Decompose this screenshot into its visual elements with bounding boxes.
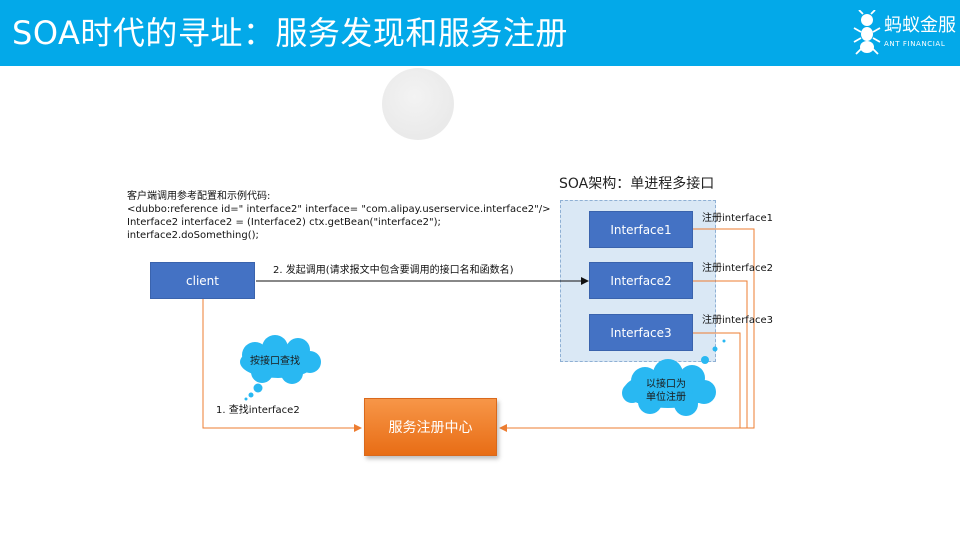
- code-line: 客户端调用参考配置和示例代码:: [127, 191, 271, 202]
- register-label-3: 注册interface3: [702, 315, 773, 326]
- cloud-register-text-2: 单位注册: [646, 392, 686, 403]
- ant-financial-logo: 蚂蚁金服 ANT FINANCIAL: [852, 10, 956, 56]
- code-line: Interface2 interface2 = (Interface2) ctx…: [127, 217, 441, 228]
- soa-title: SOA架构：单进程多接口: [559, 176, 715, 192]
- logo-text-cn: 蚂蚁金服: [884, 15, 956, 36]
- cloud-register-shape: [622, 339, 726, 416]
- ant-icon: [853, 10, 881, 55]
- client-box: client: [150, 262, 255, 299]
- service-registry-box: 服务注册中心: [364, 398, 497, 456]
- code-line: interface2.doSomething();: [127, 230, 259, 241]
- code-line: <dubbo:reference id=" interface2" interf…: [127, 204, 551, 215]
- lookup-label: 1. 查找interface2: [216, 405, 300, 416]
- cloud-lookup-shape: [240, 335, 321, 401]
- register-arrow-1: [499, 228, 755, 432]
- call-label: 2. 发起调用(请求报文中包含要调用的接口名和函数名): [273, 265, 514, 276]
- register-label-2: 注册interface2: [702, 263, 773, 274]
- decorative-circle: [382, 68, 454, 140]
- cloud-register-text-1: 以接口为: [646, 379, 686, 390]
- interface1-box: Interface1: [589, 211, 693, 248]
- register-arrow-2: [693, 280, 748, 428]
- cloud-lookup-text: 按接口查找: [250, 356, 300, 367]
- interface2-box: Interface2: [589, 262, 693, 299]
- interface3-box: Interface3: [589, 314, 693, 351]
- page-title: SOA时代的寻址：服务发现和服务注册: [12, 14, 568, 52]
- lookup-arrow: [202, 298, 362, 432]
- logo-text-en: ANT FINANCIAL: [884, 40, 946, 48]
- register-label-1: 注册interface1: [702, 213, 773, 224]
- register-arrow-3: [693, 332, 741, 428]
- header-bar: SOA时代的寻址：服务发现和服务注册 蚂蚁金服 ANT FINANCIAL: [0, 0, 960, 66]
